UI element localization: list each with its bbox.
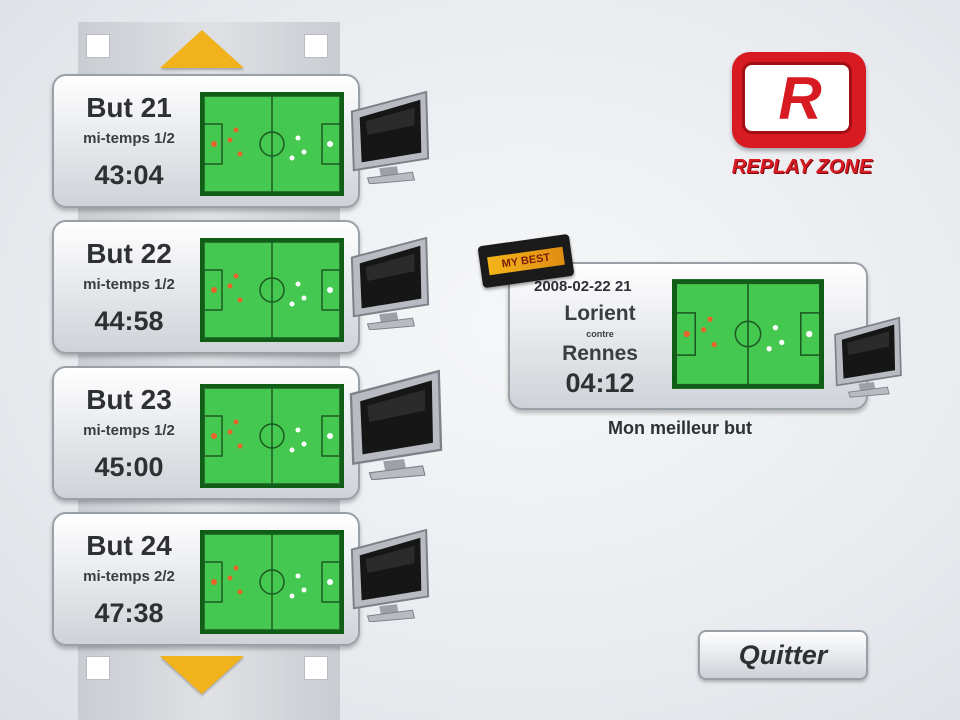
best-goal-caption: Mon meilleur but — [608, 418, 752, 438]
away-team: Rennes — [562, 342, 638, 365]
logo-inner: R — [742, 62, 852, 134]
replay-monitor-icon[interactable] — [346, 86, 434, 184]
film-hole — [86, 34, 110, 58]
goal-time: 43:04 — [94, 160, 164, 190]
goal-time: 04:12 — [565, 368, 635, 398]
goal-card-23[interactable]: But 23 mi-temps 1/2 45:00 — [52, 366, 360, 500]
goal-half: mi-temps 1/2 — [83, 422, 175, 439]
scroll-up-button[interactable] — [160, 30, 244, 68]
match-date: 2008-02-22 21 — [534, 278, 632, 295]
goal-half: mi-temps 2/2 — [83, 568, 175, 585]
logo-text: REPLAY ZONE — [731, 156, 873, 178]
film-hole — [304, 656, 328, 680]
replay-zone-logo: R — [732, 52, 866, 148]
pitch-thumbnail — [200, 238, 344, 342]
goal-time: 45:00 — [94, 452, 164, 482]
goal-half: mi-temps 1/2 — [83, 276, 175, 293]
pitch-thumbnail — [672, 278, 824, 390]
pitch-thumbnail — [200, 92, 344, 196]
film-hole — [304, 34, 328, 58]
pitch-thumbnail — [200, 384, 344, 488]
goal-half: mi-temps 1/2 — [83, 130, 175, 147]
replay-monitor-icon[interactable] — [346, 232, 434, 330]
home-team: Lorient — [564, 302, 636, 325]
goal-title: But 21 — [86, 92, 172, 123]
pitch-thumbnail — [200, 530, 344, 634]
goal-title: But 23 — [86, 384, 172, 415]
quit-button[interactable]: Quitter — [698, 630, 868, 680]
goal-time: 47:38 — [94, 598, 164, 628]
logo-letter: R — [778, 65, 822, 132]
goal-card-22[interactable]: But 22 mi-temps 1/2 44:58 — [52, 220, 360, 354]
replay-monitor-icon[interactable] — [346, 524, 434, 622]
goal-title: But 22 — [86, 238, 172, 269]
goal-time: 44:58 — [94, 306, 164, 336]
replay-monitor-icon[interactable] — [830, 312, 906, 398]
badge-label: MY BEST — [487, 246, 565, 276]
versus-label: contre — [586, 329, 614, 339]
goal-card-24[interactable]: But 24 mi-temps 2/2 47:38 — [52, 512, 360, 646]
film-hole — [86, 656, 110, 680]
replay-monitor-icon[interactable] — [344, 364, 448, 480]
best-goal-card[interactable]: 2008-02-22 21 Lorient contre Rennes 04:1… — [508, 262, 868, 410]
scroll-down-button[interactable] — [160, 656, 244, 694]
goal-card-21[interactable]: But 21 mi-temps 1/2 43:04 — [52, 74, 360, 208]
goal-title: But 24 — [86, 530, 172, 561]
